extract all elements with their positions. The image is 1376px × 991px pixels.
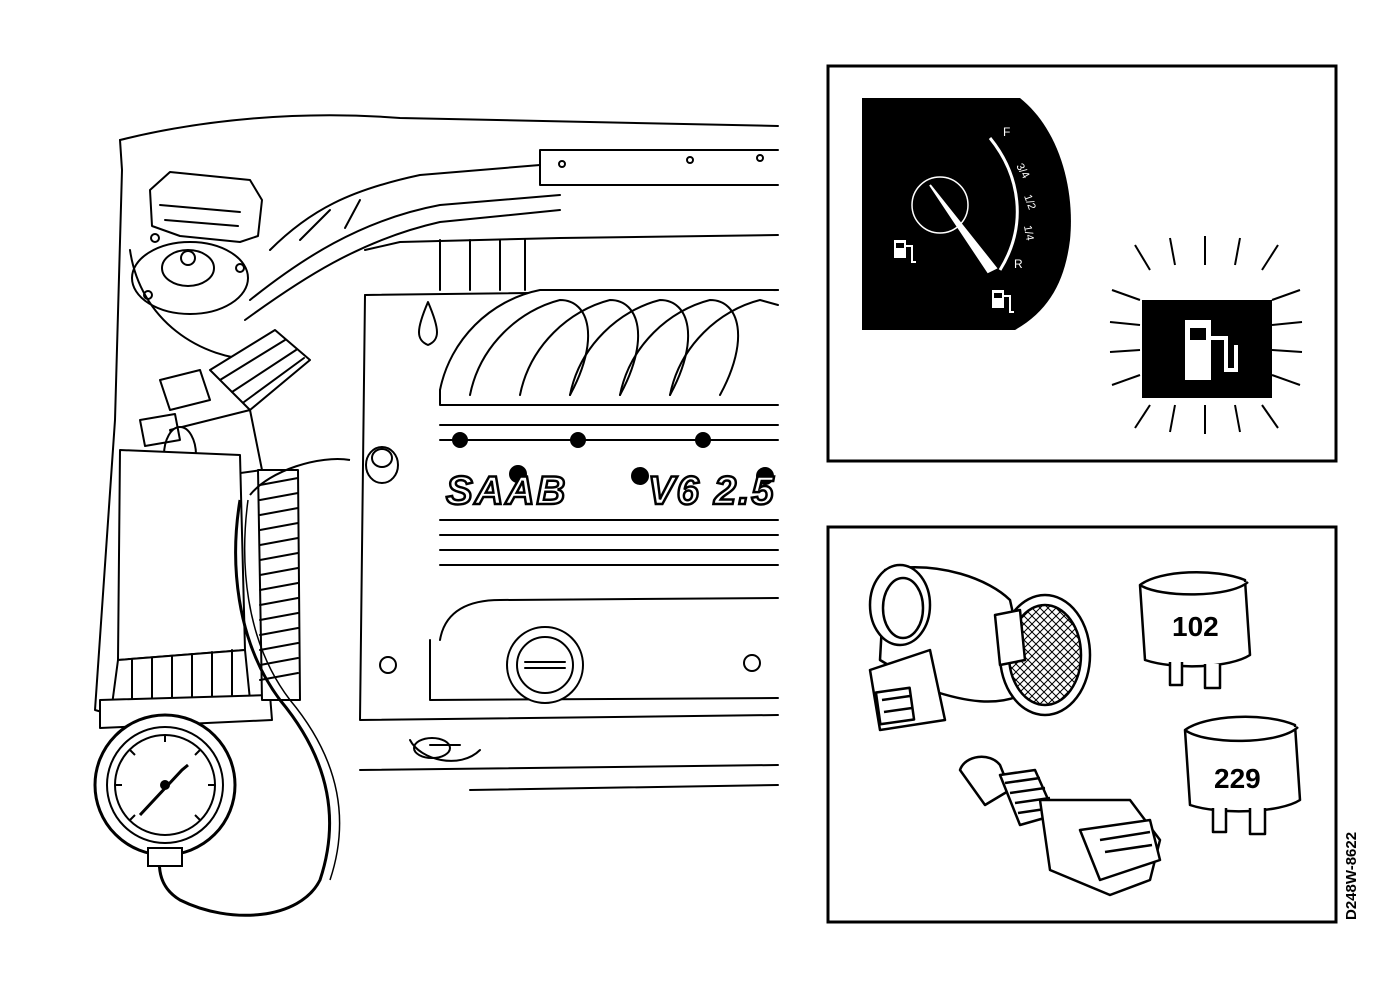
fuel-warning-light — [1109, 236, 1303, 434]
strut-tower — [129, 171, 263, 361]
engine-bay-illustration — [94, 114, 779, 791]
fuel-pump-icon — [1185, 320, 1238, 380]
relay-102: 102 — [1138, 570, 1252, 690]
fuel-scale-label-f: F — [1003, 125, 1010, 139]
pressure-gauge — [93, 458, 351, 917]
air-filter-box — [99, 449, 273, 729]
components-panel: 102 229 — [826, 525, 1338, 924]
ribbed-hose — [257, 469, 301, 701]
fuel-gauge-panel: F 3/4 1/2 1/4 R — [826, 64, 1338, 463]
fuel-pump-icon — [894, 240, 916, 263]
air-mass-meter — [868, 563, 1092, 732]
fuel-gauge-needle — [929, 184, 998, 274]
fuel-pump-icon — [992, 290, 1014, 313]
engine-lettering: SAAB V6 2.5 — [445, 468, 776, 515]
fuel-scale-label-1-4: 1/4 — [1021, 224, 1035, 241]
fuel-scale-label-1-2: 1/2 — [1021, 193, 1038, 211]
figure-code: D248W-8622 — [1343, 832, 1360, 920]
engine-crop-mask — [779, 110, 819, 810]
engine-model-text: V6 2.5 — [648, 469, 776, 513]
engine-block — [359, 234, 779, 791]
relay-229: 229 — [1183, 715, 1302, 836]
relay-102-label: 102 — [1172, 611, 1219, 642]
fuel-scale-label-r: R — [1014, 257, 1023, 271]
engine-brand-text: SAAB — [446, 469, 567, 513]
temperature-sensor — [958, 755, 1162, 897]
relay-229-label: 229 — [1214, 763, 1261, 794]
